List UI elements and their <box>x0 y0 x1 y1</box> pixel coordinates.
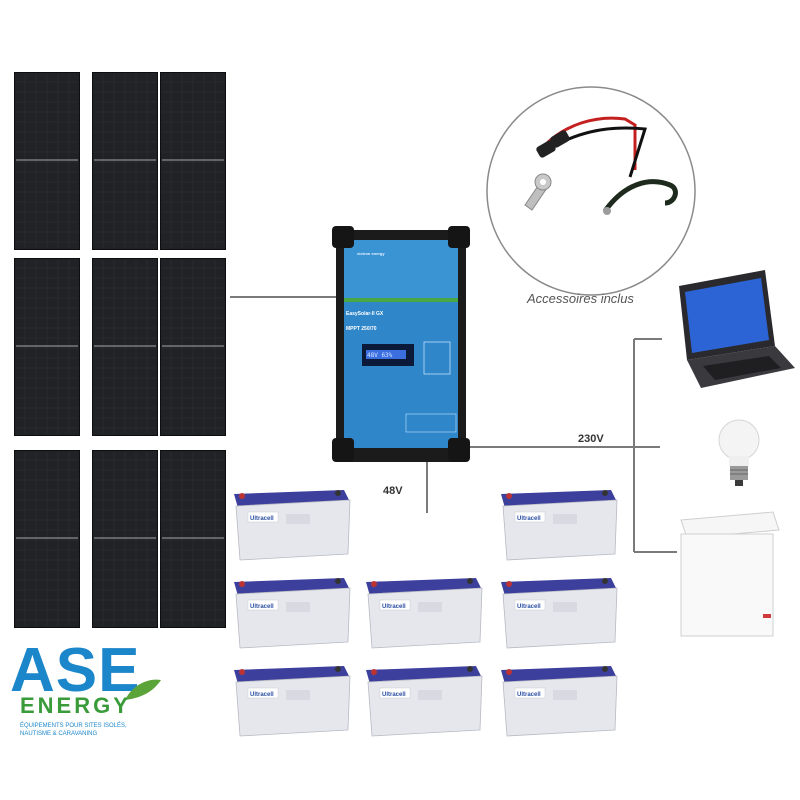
ac-voltage-label: 230V <box>578 433 604 445</box>
solar-panel <box>160 72 226 250</box>
svg-text:Ultracell: Ultracell <box>250 516 274 522</box>
inverter-brand: victron energy <box>357 251 385 256</box>
solar-panel <box>14 72 80 250</box>
battery: Ultracell <box>501 666 618 737</box>
svg-text:Ultracell: Ultracell <box>250 604 274 610</box>
battery: Ultracell <box>234 578 351 649</box>
inverter <box>332 226 470 462</box>
brand-tagline: ÉQUIPEMENTS POUR SITES ISOLÉS, NAUTISME … <box>20 723 127 737</box>
battery: Ultracell <box>501 578 618 649</box>
solar-panel <box>92 258 158 436</box>
battery: Ultracell <box>366 666 483 737</box>
svg-text:Ultracell: Ultracell <box>517 692 541 698</box>
svg-text:Ultracell: Ultracell <box>382 692 406 698</box>
brand-logo-energy: ENERGY <box>20 693 131 718</box>
leaf-icon <box>125 679 161 700</box>
chest-freezer-icon <box>680 511 780 637</box>
solar-panel <box>92 72 158 250</box>
svg-text:Ultracell: Ultracell <box>382 604 406 610</box>
battery: Ultracell <box>501 490 618 561</box>
light-bulb-icon <box>718 419 760 486</box>
inverter-model: EasySolar-II GX <box>346 311 384 317</box>
battery: Ultracell <box>234 490 351 561</box>
accessories-label: Accessoires inclus <box>527 291 634 306</box>
solar-panel <box>160 258 226 436</box>
dc-voltage-label: 48V <box>383 485 403 497</box>
laptop-icon <box>679 270 795 388</box>
inverter-display: 48V 63% <box>367 352 393 359</box>
solar-panel <box>92 450 158 628</box>
battery: Ultracell <box>234 666 351 737</box>
solar-panel <box>14 450 80 628</box>
svg-text:Ultracell: Ultracell <box>517 516 541 522</box>
solar-panel-array <box>0 0 230 640</box>
svg-text:Ultracell: Ultracell <box>517 604 541 610</box>
accessories-circle <box>486 86 696 296</box>
solar-panel <box>160 450 226 628</box>
solar-panel <box>14 258 80 436</box>
battery: Ultracell <box>366 578 483 649</box>
inverter-mppt: MPPT 250/70 <box>346 326 377 332</box>
brand-logo-ase: ASE <box>10 636 141 705</box>
svg-text:Ultracell: Ultracell <box>250 692 274 698</box>
